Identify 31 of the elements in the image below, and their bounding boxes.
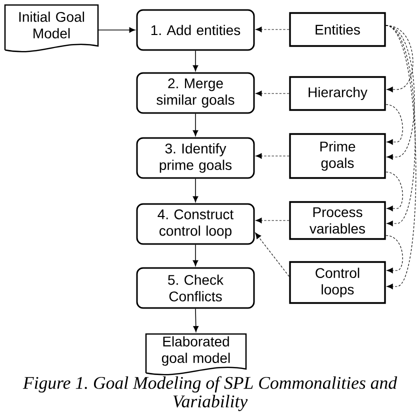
box: Entities [289, 12, 386, 47]
arrow [192, 113, 198, 136]
dashed-curved-arrow [386, 25, 414, 92]
dashed-arrow [256, 26, 290, 32]
dashed-curved-arrow [386, 25, 416, 290]
dashed-curved-arrow [386, 172, 403, 212]
process-box: 2. Merge similar goals [136, 72, 255, 114]
box: Prime goals [289, 133, 386, 179]
dashed-arrow [256, 153, 290, 159]
box: Control loops [289, 261, 386, 304]
document-shape: Initial Goal Model [4, 4, 99, 52]
dashed-curved-arrow [386, 104, 403, 145]
arrow [192, 178, 198, 202]
box: Process variables [289, 201, 386, 240]
document-shape: Elaborated goal model [145, 333, 247, 376]
arrow [98, 27, 136, 33]
process-box: 5. Check Conflicts [136, 267, 255, 309]
process-box: 3. Identify prime goals [136, 137, 255, 179]
process-box: 1. Add entities [136, 9, 255, 51]
arrow [192, 244, 198, 266]
arrow [193, 308, 199, 332]
dashed-curved-arrow [386, 25, 416, 226]
process-box: 4. Construct control loop [136, 203, 255, 245]
arrow [192, 50, 198, 72]
caption: Figure 1. Goal Modeling of SPL Commonalities and Variability [22, 376, 398, 412]
dashed-curved-arrow [386, 235, 403, 274]
dashed-arrow [256, 90, 290, 96]
box: Hierarchy [289, 76, 386, 111]
dashed-curved-arrow [386, 25, 415, 160]
dashed-arrow [255, 232, 290, 277]
dashed-arrow [256, 218, 290, 224]
